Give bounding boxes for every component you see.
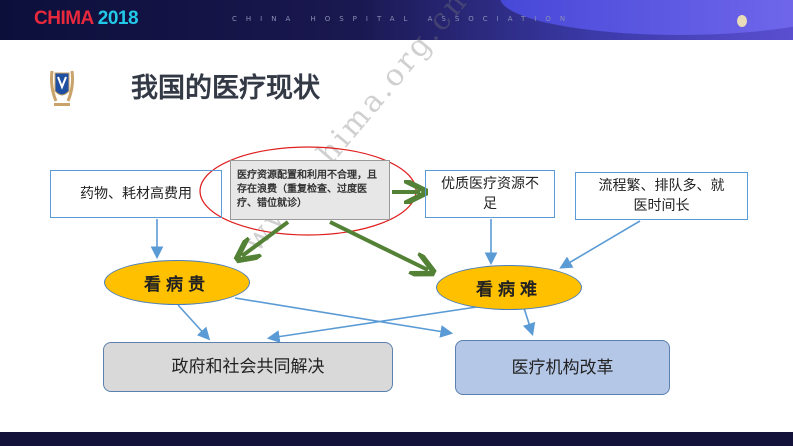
page-title: 我国的医疗现状 (131, 73, 320, 104)
box-quality-shortage: 优质医疗资源不足 (425, 170, 555, 218)
box-reform: 医疗机构改革 (455, 340, 670, 395)
node-expensive: 看病贵 (104, 260, 250, 305)
arrow-difficult-to-reform (522, 307, 536, 337)
footer-bar (0, 432, 793, 446)
arrow-waste-to-difficult (329, 220, 428, 270)
box-resource-waste: 医疗资源配置和利用不合理，且存在浪费（重复检查、过度医疗、错位就诊） (230, 160, 390, 220)
arrow-difficult-to-gov (266, 304, 491, 343)
arrow-expensive-to-gov (177, 304, 211, 341)
arrow-process-to-difficult (559, 220, 641, 269)
arrow-waste-to-expensive (242, 220, 290, 256)
box-drug-cost: 药物、耗材高费用 (50, 170, 222, 218)
hospital-logo (50, 70, 74, 106)
association-text: CHINA HOSPITAL ASSOCIATION (232, 15, 575, 23)
arrow-expensive-to-reform (234, 297, 454, 338)
box-process: 流程繁、排队多、就医时间长 (575, 172, 748, 220)
dot-icon (737, 15, 747, 27)
node-difficult: 看病难 (436, 265, 582, 310)
box-gov-society: 政府和社会共同解决 (103, 342, 393, 392)
